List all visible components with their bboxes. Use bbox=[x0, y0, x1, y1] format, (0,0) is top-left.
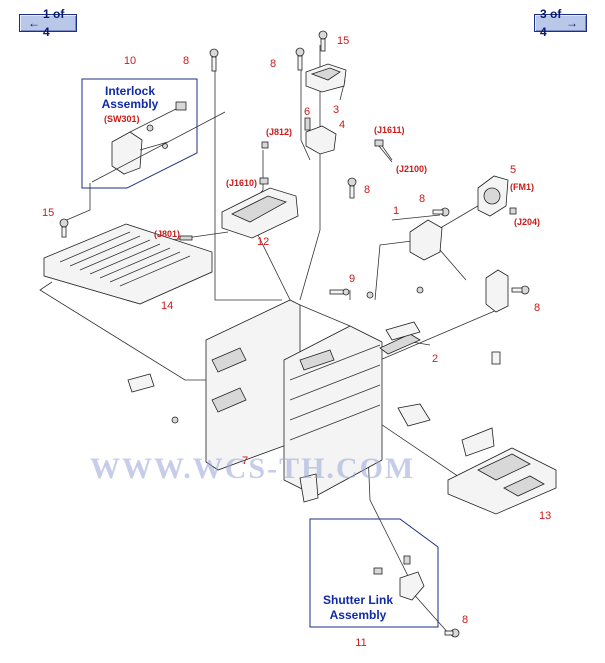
sw301-label: (SW301) bbox=[104, 114, 140, 124]
callout-9: 9 bbox=[349, 273, 355, 285]
shutter-assembly-title-line1: Shutter Link bbox=[323, 593, 393, 607]
part-8-right-bracket bbox=[485, 269, 509, 313]
callout-8d: 8 bbox=[419, 193, 425, 205]
part-12-unit bbox=[221, 187, 299, 239]
callout-4: 4 bbox=[339, 119, 345, 131]
callout-8b: 8 bbox=[270, 58, 276, 70]
watermark: WWW.WCS-TH.COM bbox=[90, 452, 415, 485]
fm1-label: (FM1) bbox=[510, 182, 534, 192]
callout-3: 3 bbox=[333, 104, 339, 116]
part-13-board bbox=[447, 427, 557, 515]
callout-7: 7 bbox=[242, 455, 248, 467]
part-14-frame bbox=[43, 223, 213, 305]
prev-page-button[interactable]: ← 1 of 4 bbox=[19, 7, 77, 39]
part-4-lever bbox=[305, 125, 337, 155]
part-6 bbox=[304, 117, 311, 131]
j1611-label: (J1611) bbox=[374, 125, 405, 135]
interlock-assembly-part bbox=[111, 101, 187, 175]
screw-8f bbox=[444, 628, 460, 638]
j204-label: (J204) bbox=[514, 217, 540, 227]
callout-12: 12 bbox=[257, 236, 269, 248]
interlock-assembly-title-line2: Assembly bbox=[102, 97, 159, 111]
screw-15b bbox=[59, 218, 69, 238]
prev-page-label: 1 of 4 bbox=[43, 7, 65, 39]
callout-15b: 15 bbox=[42, 207, 54, 219]
screw-8c bbox=[347, 177, 357, 199]
callout-8c: 8 bbox=[364, 184, 370, 196]
next-page-button[interactable]: 3 of 4 → bbox=[534, 7, 587, 39]
shutter-assembly-frame bbox=[309, 518, 439, 628]
callout-6: 6 bbox=[304, 106, 310, 118]
part-1-mechanism bbox=[409, 219, 467, 281]
callout-10: 10 bbox=[124, 55, 136, 67]
leader-lines bbox=[39, 45, 506, 636]
j812-label: (J812) bbox=[266, 127, 292, 137]
interlock-assembly-frame bbox=[81, 78, 198, 189]
j801-label: (J801) bbox=[154, 229, 180, 239]
screw-9 bbox=[329, 288, 350, 296]
callout-8f: 8 bbox=[462, 614, 468, 626]
callout-13: 13 bbox=[539, 510, 551, 522]
callout-5: 5 bbox=[510, 164, 516, 176]
j2100-label: (J2100) bbox=[396, 164, 427, 174]
shutter-link-part bbox=[373, 555, 425, 601]
part-2 bbox=[385, 321, 421, 341]
callout-14: 14 bbox=[161, 300, 173, 312]
callout-2: 2 bbox=[432, 353, 438, 365]
screw-8b bbox=[295, 47, 305, 71]
part-5-fan bbox=[477, 175, 509, 217]
screw-8d bbox=[432, 207, 450, 217]
arrow-left-icon: ← bbox=[28, 16, 40, 30]
shutter-assembly-title-line2: Assembly bbox=[330, 608, 387, 622]
main-chassis bbox=[127, 299, 431, 503]
callout-1: 1 bbox=[393, 205, 399, 217]
arrow-right-icon: → bbox=[566, 16, 578, 30]
j1610-label: (J1610) bbox=[226, 178, 257, 188]
interlock-assembly-title-line1: Interlock bbox=[105, 84, 155, 98]
callout-15a: 15 bbox=[337, 35, 349, 47]
connector-bits bbox=[179, 139, 517, 365]
screw-15a bbox=[318, 30, 328, 52]
part-3-bracket bbox=[305, 63, 347, 93]
callout-8a: 8 bbox=[183, 55, 189, 67]
callout-11: 11 bbox=[355, 637, 366, 649]
screw-8a bbox=[209, 48, 219, 72]
next-page-label: 3 of 4 bbox=[540, 7, 562, 39]
screw-8e bbox=[511, 285, 530, 295]
callout-8e: 8 bbox=[534, 302, 540, 314]
